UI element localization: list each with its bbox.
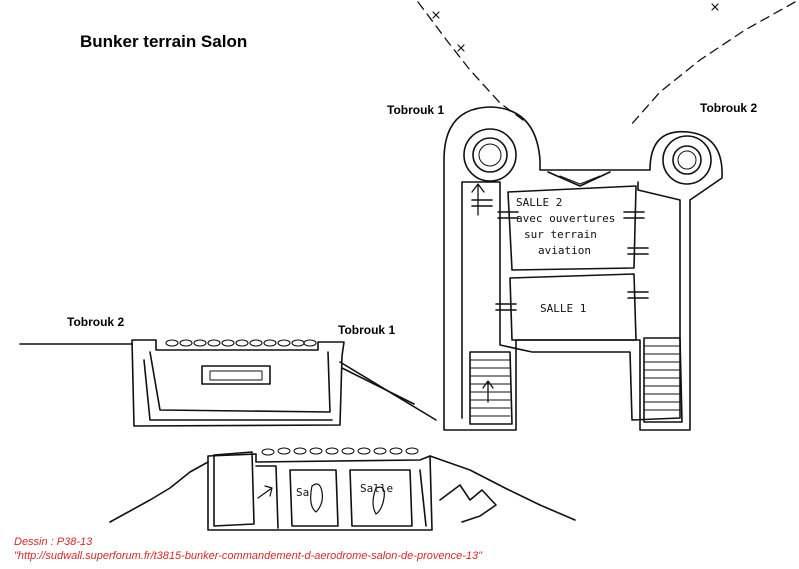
salle-2-line-4: aviation (538, 244, 591, 257)
plan-outer-wall (443, 106, 723, 431)
page-title: Bunker terrain Salon (80, 32, 248, 51)
sight-lines (417, 1, 796, 127)
svg-text:avec ouvertures: avec ouvertures (516, 212, 615, 225)
sight-line-crosses (432, 3, 719, 52)
room-1 (289, 469, 339, 527)
svg-text:sur terrain: sur terrain (524, 228, 597, 241)
salle-1-label: SALLE 1 (540, 302, 586, 315)
salle-2-line-1: SALLE 2 (516, 196, 562, 209)
terrain-left (109, 461, 209, 523)
left-tower (213, 451, 255, 527)
salle-1-box (509, 273, 637, 341)
roof-stones (165, 339, 317, 347)
salle-2-line-3: sur terrain (524, 228, 597, 241)
salle-2-box (507, 185, 637, 271)
room-2 (349, 469, 413, 527)
right-staircase (643, 337, 683, 423)
plan-inner-wall (461, 181, 681, 421)
side-inner (149, 351, 331, 413)
side-outer (131, 339, 345, 427)
tobrouk-2-ring-outer (662, 135, 712, 185)
svg-text:SALLE 1: SALLE 1 (540, 302, 586, 315)
svg-text:SALLE 2: SALLE 2 (516, 196, 562, 209)
stair-treads (469, 345, 681, 417)
section-stones (261, 447, 419, 456)
tobrouk-1-ring-inner (472, 137, 508, 173)
plan-view (443, 106, 723, 431)
salle-2-line-2: avec ouvertures (516, 212, 615, 225)
svg-text:Sa: Sa (296, 486, 309, 499)
svg-text:Salle: Salle (360, 482, 393, 495)
section-scribbles (257, 483, 385, 515)
embrasure (547, 171, 611, 187)
credit-author: Dessin : P38-13 (14, 536, 93, 548)
side-tobrouk-1-label: Tobrouk 1 (338, 323, 396, 337)
section-room-1-mark: Sa (296, 486, 309, 499)
side-tobrouk-2-label: Tobrouk 2 (67, 315, 125, 329)
section-room-2-mark: Salle (360, 482, 393, 495)
credit-url: "http://sudwall.superforum.fr/t3815-bunk… (14, 550, 482, 562)
plan-tobrouk-1-label: Tobrouk 1 (387, 103, 445, 117)
section-outline (207, 453, 433, 531)
svg-text:aviation: aviation (538, 244, 591, 257)
slit-window-outer (201, 365, 271, 385)
terrain-right (429, 455, 576, 521)
left-staircase (469, 351, 513, 425)
tobrouk-1-ring-outer (463, 128, 517, 182)
tobrouk-2-ring-inner (672, 145, 702, 175)
cross-section (109, 451, 576, 531)
plan-arrows (471, 183, 494, 403)
side-view (19, 339, 437, 427)
plan-tobrouk-2-label: Tobrouk 2 (700, 101, 758, 115)
